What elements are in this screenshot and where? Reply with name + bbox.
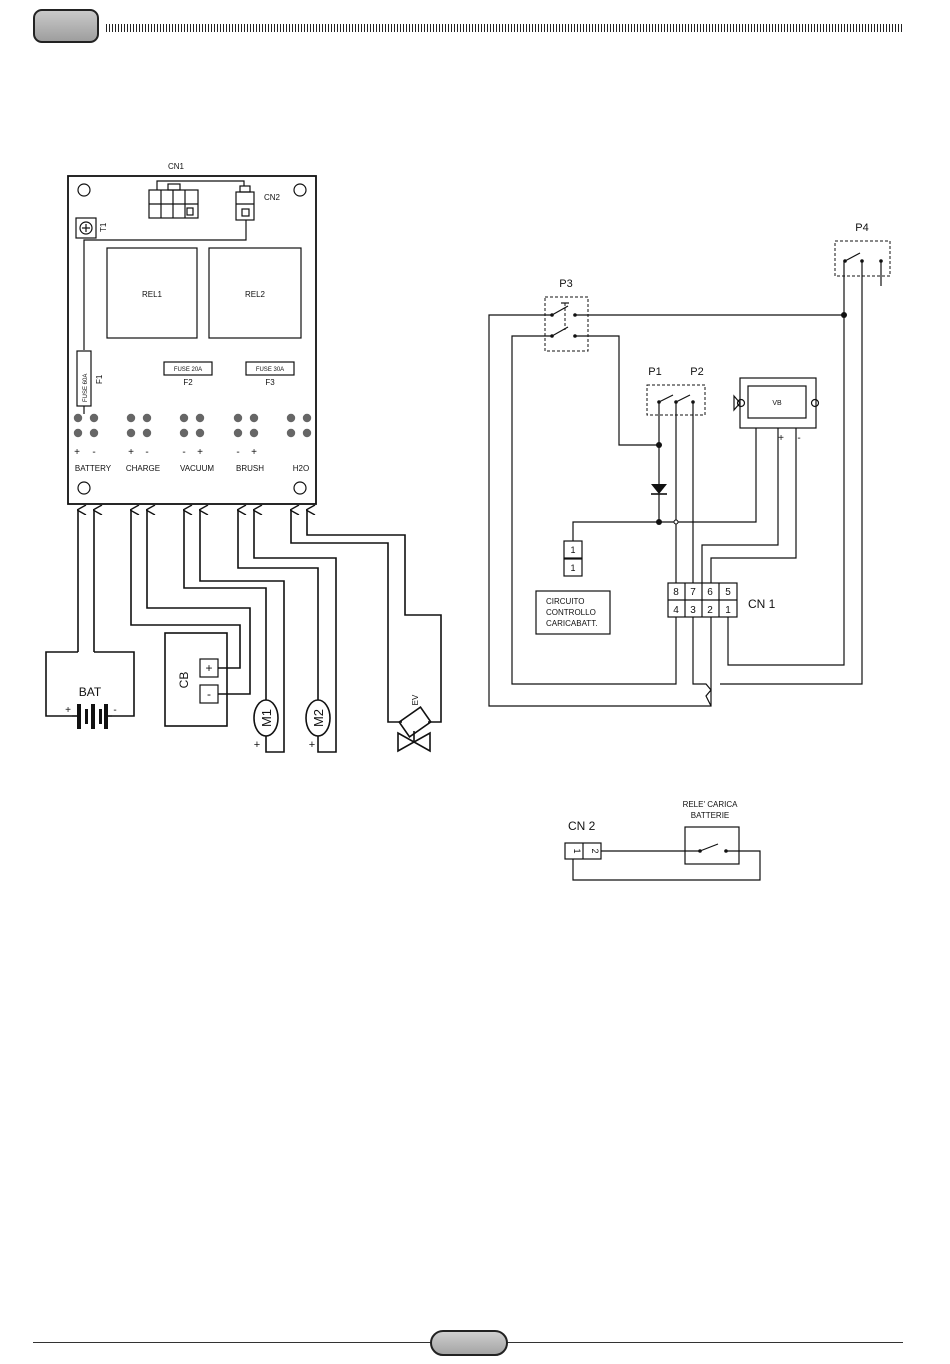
m2-label: M2 [311,709,326,727]
fuse-f3-rating: FUSE 30A [256,367,284,373]
terminal-label-vacuum: VACUUM [180,464,214,473]
p4-label: P4 [855,222,868,234]
cn1-pin-2: 2 [707,605,713,616]
fuse-f2-label: F2 [183,378,193,387]
battery-minus: - [92,447,95,458]
terminal-label-battery: BATTERY [75,464,112,473]
battery-charge-relay: CN 2 1 2 RELE' CARICA BATTERIE [565,800,760,880]
voltmeter-vb: VB + - [734,378,819,444]
cn1-pin-1: 1 [725,605,731,616]
terminal-label-brush: BRUSH [236,464,264,473]
diode-icon [651,484,667,494]
cn1-pin-4: 4 [673,605,679,616]
vacuum-plus: + [197,447,203,458]
p1-label: P1 [648,366,661,378]
terminal-battery: + - BATTERY [74,414,112,473]
circuit-line-2: CONTROLLO [546,608,596,617]
m1-plus: + [254,739,260,751]
charger-cb: CB + - [165,633,227,726]
p3-label: P3 [559,278,572,290]
control-board: CN1 CN2 T1 REL1 REL2 FUSE 60A F1 [68,162,316,504]
bat-plus: + [65,705,71,716]
cb-label: CB [177,672,191,689]
relay-title-2: BATTERIE [691,811,730,820]
terminal-label-charge: CHARGE [126,464,160,473]
cn1-pin-8: 8 [673,587,679,598]
cn1-pin-grid: 8 7 6 5 4 3 2 1 [668,583,737,617]
vb-minus: - [797,433,800,444]
vacuum-minus: - [182,447,185,458]
bat-label: BAT [79,685,102,699]
battery-bat: BAT + - [46,652,134,729]
mounting-hole-icon [294,184,306,196]
bat-minus: - [113,705,116,716]
charge-minus: - [145,447,148,458]
m1-label: M1 [259,709,274,727]
cn1-pin-6: 6 [707,587,713,598]
solenoid-valve-ev: EV [398,694,431,751]
cn2-pin-1: 1 [572,848,582,853]
fuse-f2-rating: FUSE 20A [174,367,202,373]
fuse-f1-rating: FUSE 60A [83,374,89,402]
circuit-line-1: CIRCUITO [546,597,585,606]
terminal-charge: + - CHARGE [126,414,160,473]
p2-label: P2 [690,366,703,378]
brush-plus: + [251,447,257,458]
fuse-f3-label: F3 [265,378,275,387]
charge-plus: + [128,447,134,458]
fuse-f1-label: F1 [95,374,104,384]
rel2-label: REL2 [245,290,266,299]
cb-minus: - [207,687,211,701]
battery-plus: + [74,447,80,458]
cn1-schematic-label: CN 1 [748,597,776,611]
vb-label: VB [772,400,782,407]
brush-minus: - [236,447,239,458]
m2-plus: + [309,739,315,751]
mounting-hole-icon [78,482,90,494]
mounting-hole-icon [294,482,306,494]
relay-box [685,827,739,864]
control-wires [489,261,881,706]
cn2-label: CN2 [264,193,281,202]
cn2-schematic-label: CN 2 [568,819,596,833]
cn1-pin-5: 5 [725,587,731,598]
terminal-brush: - + BRUSH [234,414,264,473]
cn1-pin-3: 3 [690,605,696,616]
terminal-label-h2o: H2O [293,464,309,473]
ev-label: EV [411,694,420,705]
rel1-label: REL1 [142,290,163,299]
terminal-h2o: H2O [287,414,311,473]
connector-bottom-pin: 1 [570,563,575,573]
cn2-pin-2: 2 [590,848,600,853]
control-schematic: P3 P4 P1 P2 VB + - [489,222,890,706]
mounting-hole-icon [78,184,90,196]
relay-title-1: RELE' CARICA [683,800,739,809]
circuit-line-3: CARICABATT. [546,619,597,628]
vb-plus: + [778,433,784,444]
terminal-vacuum: - + VACUUM [180,414,215,473]
t1-label: T1 [99,222,108,232]
cn1-label: CN1 [168,162,185,171]
cb-plus: + [205,661,212,675]
solenoid-coil-icon [399,707,431,737]
cn1-pin-7: 7 [690,587,696,598]
switch-p3 [545,297,588,351]
connector-top-pin: 1 [570,545,575,555]
battery-icon [72,704,112,729]
